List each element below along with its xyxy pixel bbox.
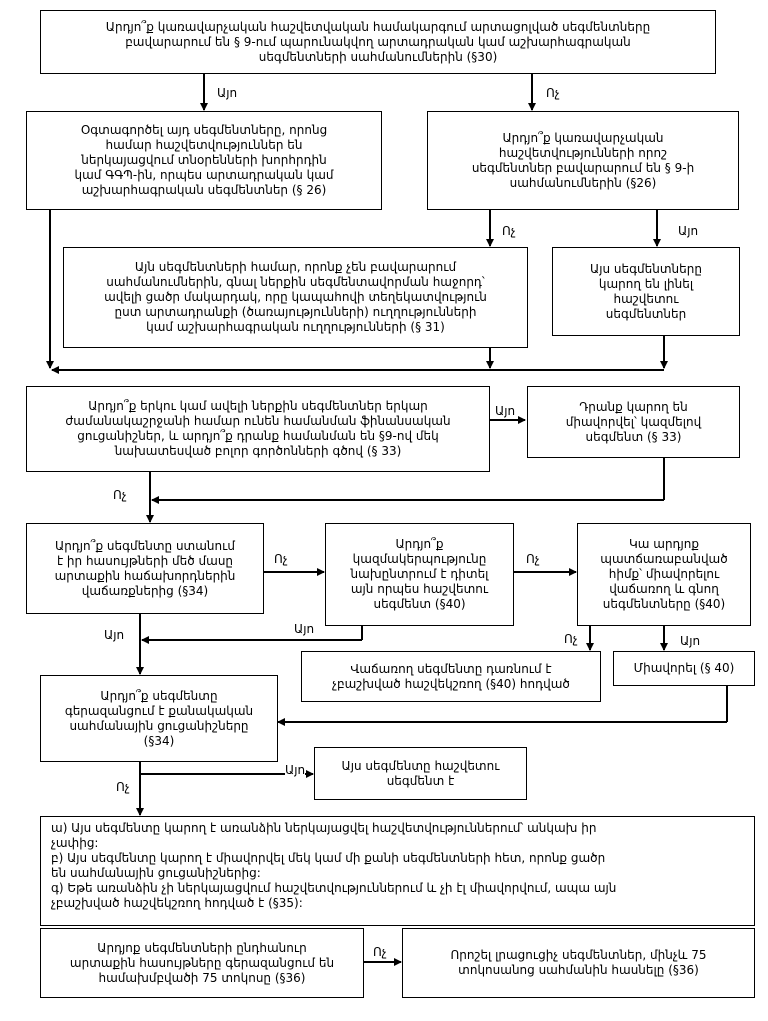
- box-prefer-reportable: Արդյո՞ք կազմակերպությունը նախընտրում է դ…: [325, 523, 514, 626]
- box-text: Այն սեգմենտների համար, որոնք չեն բավարար…: [104, 260, 487, 334]
- box-lower-level-segmentation: Այն սեգմենտների համար, որոնք չեն բավարար…: [63, 247, 528, 348]
- box-text: Օգտագործել այդ սեգմենտները, որոնց համար …: [74, 123, 334, 197]
- box-reportable-segment: Այս սեգմենտը հաշվետու սեգմենտ է: [314, 747, 527, 800]
- box-additional-segments: Որոշել լրացուցիչ սեգմենտներ, մինչև 75 տո…: [402, 928, 755, 998]
- box-text: Դրանք կարող են միավորվել՝ կազմելով սեգմե…: [565, 399, 702, 444]
- box-text: Արդյո՞ք կառավարչական հաշվետվությունների …: [471, 130, 695, 190]
- box-may-be-reportable: Այս սեգմենտները կարող են լինել հաշվետու …: [552, 247, 740, 336]
- box-text: Արդյո՞ք սեգմենտը գերազանցում է քանակական…: [64, 688, 254, 748]
- label-no: Ոչ: [564, 632, 578, 646]
- box-external-revenue: Արդյո՞ք սեգմենտը ստանում է իր հասույթներ…: [26, 523, 264, 614]
- box-75-percent-check: Արդյոք սեգմենտների ընդհանուր արտաքին հաս…: [40, 928, 364, 998]
- box-basis-combine: Կա արդյոք պատճառաբանված հիմք՝ միավորելու…: [577, 523, 751, 626]
- label-yes: Այո: [104, 628, 125, 642]
- box-similar-financials: Արդյո՞ք երկու կամ ավելի ներքին սեգմենտնե…: [26, 386, 490, 472]
- box-text: Այս սեգմենտները կարող են լինել հաշվետու …: [590, 261, 702, 321]
- box-text: Արդյո՞ք սեգմենտը ստանում է իր հասույթներ…: [54, 538, 236, 598]
- box-combine: Միավորել (§ 40): [613, 651, 755, 686]
- box-options: ա) Այս սեգմենտը կարող է առանձին ներկայաց…: [40, 816, 755, 926]
- box-text: Արդյո՞ք կառավարչական հաշվետվական համակար…: [105, 19, 651, 64]
- box-quantitative-thresholds: Արդյո՞ք սեգմենտը գերազանցում է քանակական…: [40, 675, 278, 762]
- label-yes: Այո: [217, 86, 238, 100]
- label-no: Ոչ: [113, 488, 127, 502]
- box-text: Որոշել լրացուցիչ սեգմենտներ, մինչև 75 տո…: [450, 948, 707, 977]
- box-text: Կա արդյոք պատճառաբանված հիմք՝ միավորելու…: [600, 537, 728, 611]
- box-text: Արդյո՞ք կազմակերպությունը նախընտրում է դ…: [350, 537, 489, 611]
- label-no: Ոչ: [373, 945, 387, 959]
- box-use-segments: Օգտագործել այդ սեգմենտները, որոնց համար …: [26, 111, 382, 210]
- box-text: Արդյո՞ք երկու կամ ավելի ներքին սեգմենտնե…: [65, 399, 451, 458]
- label-yes: Այո: [495, 404, 516, 418]
- label-yes: Այո: [285, 763, 306, 777]
- box-mgmt-segments-meet-definitions: Արդյո՞ք կառավարչական հաշվետվական համակար…: [40, 10, 716, 74]
- label-no: Ոչ: [546, 86, 560, 100]
- label-no: Ոչ: [116, 780, 130, 794]
- box-text: Այս սեգմենտը հաշվետու սեգմենտ է: [341, 758, 500, 788]
- box-text: Արդյոք սեգմենտների ընդհանուր արտաքին հաս…: [69, 940, 335, 985]
- label-no: Ոչ: [526, 552, 540, 566]
- label-no: Ոչ: [502, 224, 516, 238]
- label-yes: Այո: [294, 622, 315, 636]
- box-text: Վաճառող սեգմենտը դառնում է չբաշխված հաշվ…: [332, 661, 570, 691]
- label-yes: Այո: [678, 224, 699, 238]
- label-yes: Այո: [680, 634, 701, 648]
- box-text: Միավորել (§ 40): [633, 661, 735, 675]
- label-no: Ոչ: [274, 552, 288, 566]
- box-some-segments-meet: Արդյո՞ք կառավարչական հաշվետվությունների …: [427, 111, 739, 210]
- box-text: ա) Այս սեգմենտը կարող է առանձին ներկայաց…: [51, 821, 617, 910]
- box-may-be-combined: Դրանք կարող են միավորվել՝ կազմելով սեգմե…: [527, 386, 740, 458]
- box-unallocated-item: Վաճառող սեգմենտը դառնում է չբաշխված հաշվ…: [301, 651, 601, 702]
